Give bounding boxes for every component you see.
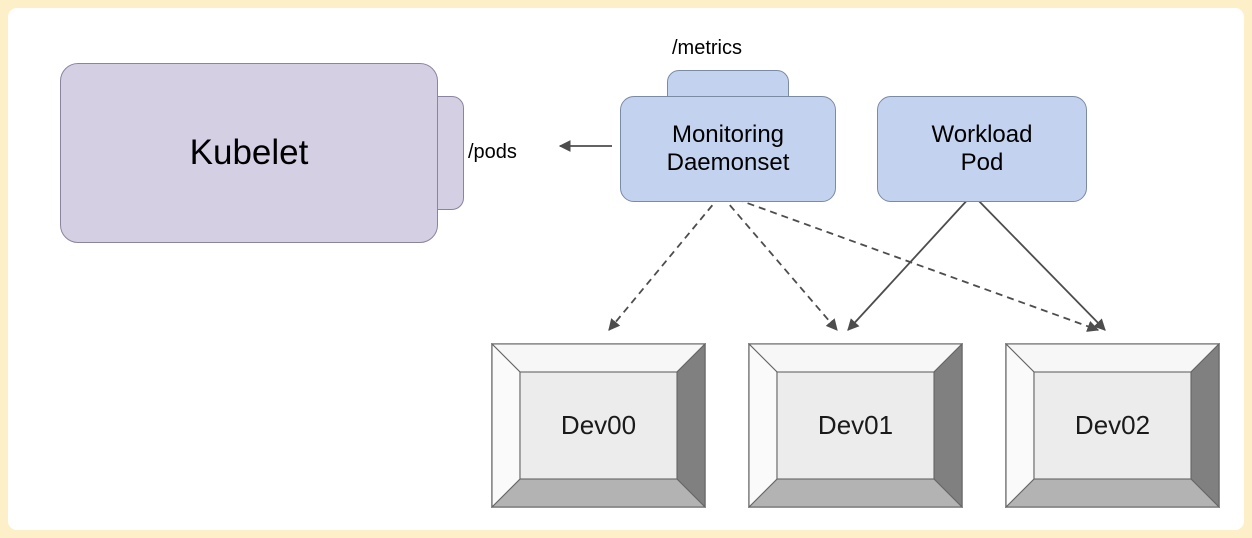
edge-monitoring-to-dev01: [721, 195, 838, 331]
edge-monitoring-to-dev02: [724, 194, 1100, 332]
monitoring-label-line1: Monitoring: [671, 120, 785, 148]
workload-label-line1: Workload: [931, 120, 1033, 148]
edge-workload-to-dev02: [973, 195, 1106, 331]
workload-label-line2: Pod: [960, 149, 1004, 176]
node-monitoring-daemonset[interactable]: Monitoring Daemonset: [620, 96, 836, 202]
node-device-dev00[interactable]: Dev00: [491, 343, 706, 508]
node-device-dev02[interactable]: Dev02: [1005, 343, 1220, 508]
device-frame-graphic: [1005, 343, 1220, 508]
diagram-canvas: Kubelet /pods Monitoring Daemonset /metr…: [8, 8, 1244, 530]
device-frame-graphic: [748, 343, 963, 508]
pods-endpoint-label: /pods: [468, 141, 517, 163]
edge-monitoring-to-dev00: [608, 195, 721, 331]
monitoring-label-line2: Daemonset: [666, 149, 790, 176]
metrics-endpoint-label: /metrics: [672, 37, 742, 59]
kubelet-label: Kubelet: [189, 133, 309, 173]
node-kubelet[interactable]: Kubelet: [60, 63, 438, 243]
device-frame-graphic: [491, 343, 706, 508]
node-workload-pod[interactable]: Workload Pod: [877, 96, 1087, 202]
node-device-dev01[interactable]: Dev01: [748, 343, 963, 508]
edge-workload-to-dev01: [847, 195, 972, 331]
